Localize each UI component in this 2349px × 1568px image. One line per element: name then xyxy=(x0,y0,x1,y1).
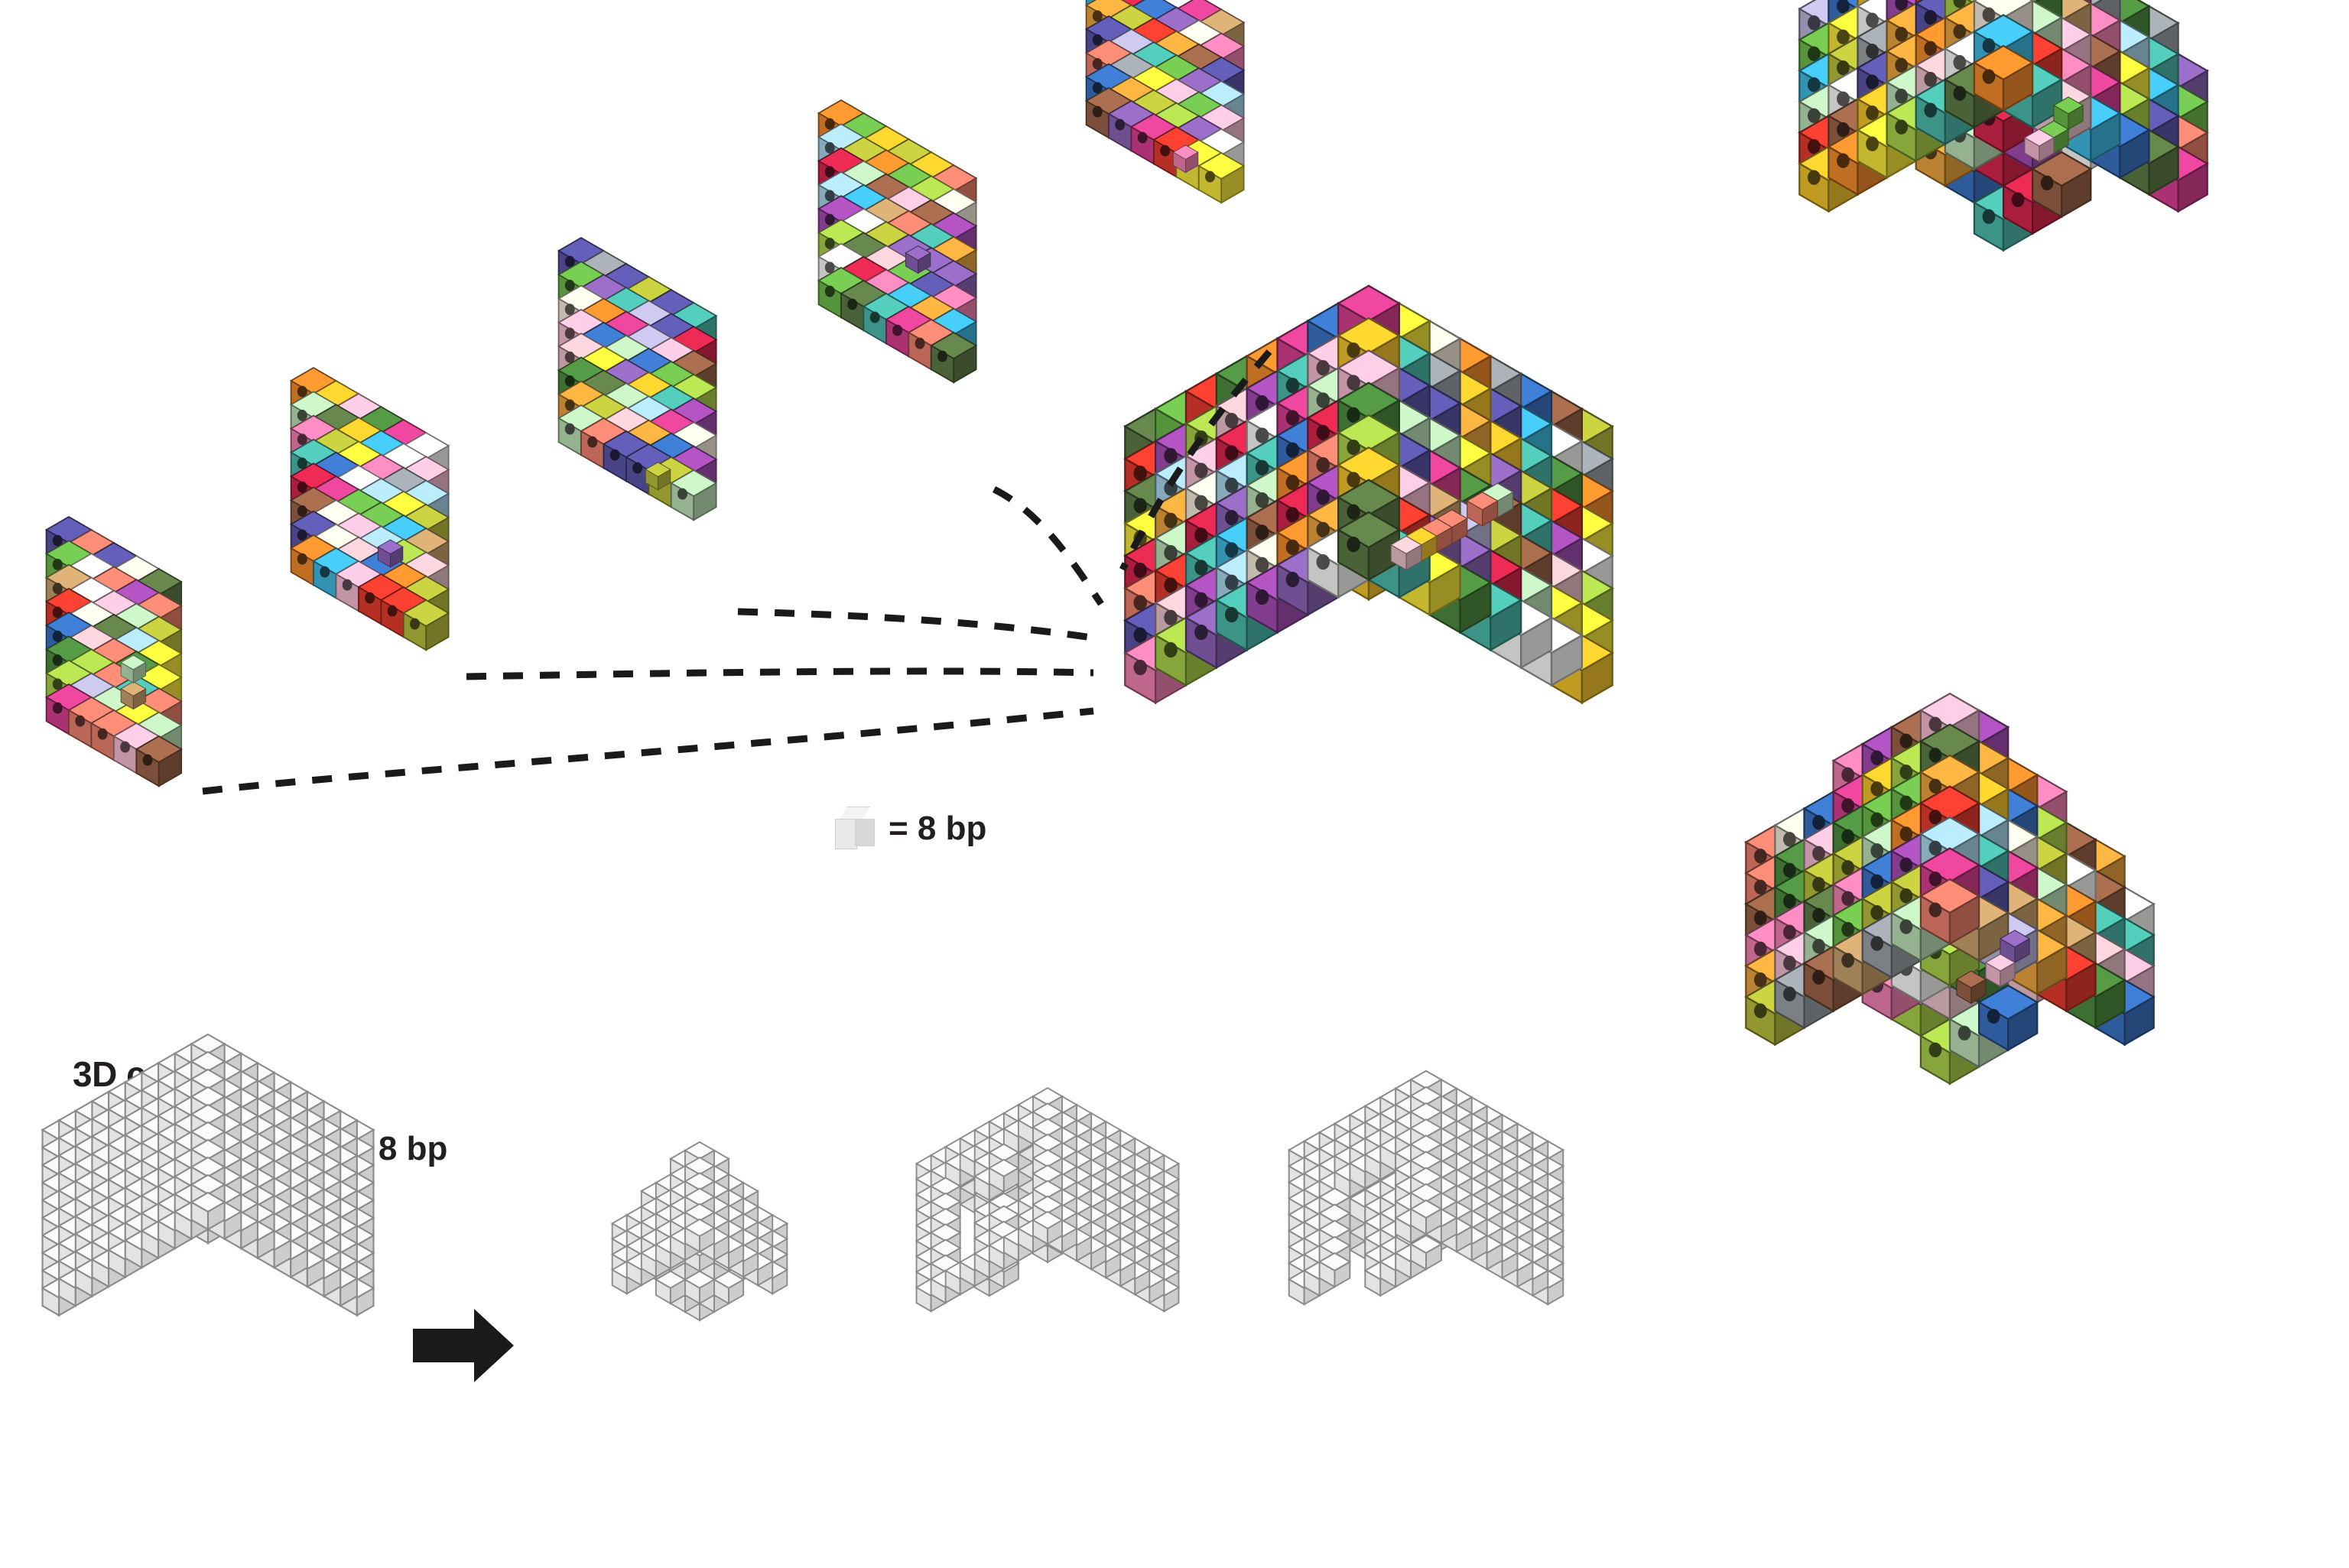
legend-label: = 8 bp xyxy=(889,810,987,847)
arch-tunnel-shape xyxy=(1246,1070,1606,1506)
legend-8bp-top: = 8 bp xyxy=(833,807,986,851)
assembled-colored-cube xyxy=(1063,284,1690,1055)
stepped-brick-structure-top xyxy=(1751,0,2349,635)
stepped-brick-structure-bottom xyxy=(1698,692,2349,1460)
stepped-block-shape xyxy=(535,1141,864,1506)
brick-layer-slice-2 xyxy=(222,367,497,864)
h-cavity-cube-shape xyxy=(887,1087,1208,1498)
3d-canvas-voxel-cube xyxy=(8,1033,405,1544)
brick-layer-slice-5 xyxy=(1017,0,1285,398)
leader-3 xyxy=(737,608,1098,642)
brick-layer-slice-4 xyxy=(746,99,1028,596)
right-arrow-icon xyxy=(405,1300,520,1391)
white-cube-icon xyxy=(833,807,876,851)
brick-layer-slice-1 xyxy=(0,516,229,982)
brick-layer-slice-3 xyxy=(489,237,765,734)
